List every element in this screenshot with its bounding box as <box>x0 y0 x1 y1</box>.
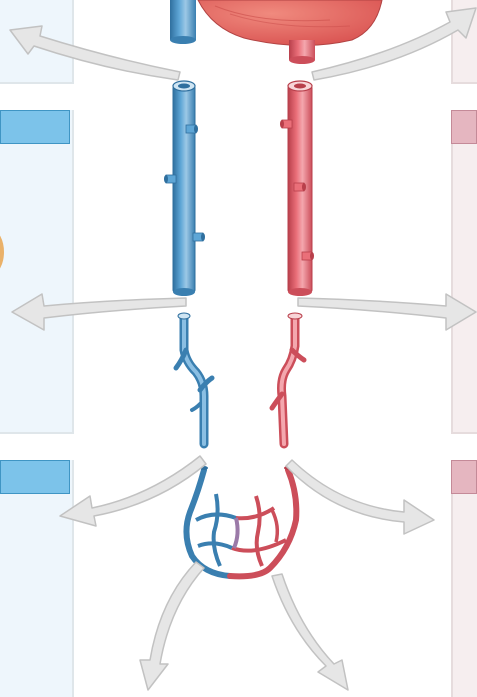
arrow-top-left <box>10 26 180 80</box>
heart-illustration <box>198 0 382 46</box>
large-vein <box>164 81 205 296</box>
large-artery <box>280 81 314 296</box>
arrow-lower-left <box>60 456 206 526</box>
aorta-stub <box>289 40 315 64</box>
small-vein <box>176 313 212 444</box>
arrow-bottom-right <box>272 574 348 690</box>
capillary-bed <box>186 466 296 576</box>
arrow-mid-left <box>12 294 186 330</box>
vena-cava-stub <box>170 0 196 44</box>
arrows <box>10 8 476 690</box>
arrow-lower-right <box>286 460 434 534</box>
small-artery <box>272 313 304 444</box>
arrow-bottom-left <box>140 562 204 690</box>
arrow-mid-right <box>298 294 476 330</box>
